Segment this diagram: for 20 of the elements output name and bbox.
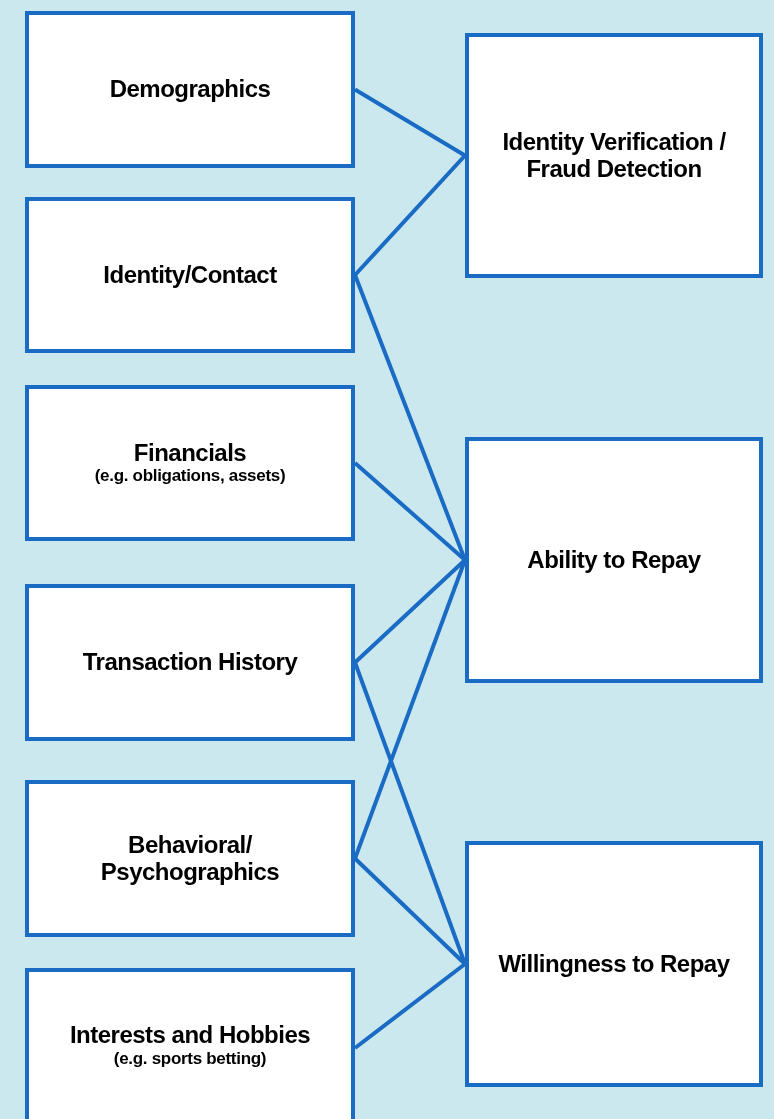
- category-label: Ability to Repay: [527, 546, 701, 574]
- category-box: [25, 385, 355, 541]
- category-box: [465, 841, 763, 1087]
- category-box: [25, 197, 355, 353]
- category-box: [25, 780, 355, 937]
- example-note: (e.g. sports betting): [113, 1048, 267, 1069]
- category-label: Demographics: [109, 76, 271, 103]
- category-box: [25, 11, 355, 168]
- category-label: Identity/Contact: [103, 261, 277, 289]
- category-box: [465, 33, 763, 278]
- category-label: Financials: [133, 439, 247, 466]
- category-box: [465, 437, 763, 683]
- example-note: (e.g. obligations, assets): [94, 466, 286, 487]
- category-label: Interests and Hobbies: [69, 1022, 311, 1049]
- category-label: Transaction History: [82, 649, 298, 676]
- category-box: [25, 968, 355, 1119]
- category-label: Identity Verification / Fraud Detection: [501, 129, 727, 182]
- category-box: [25, 584, 355, 741]
- category-label: Willingness to Repay: [498, 950, 730, 978]
- category-label: Behavioral/ Psychographics: [99, 832, 281, 885]
